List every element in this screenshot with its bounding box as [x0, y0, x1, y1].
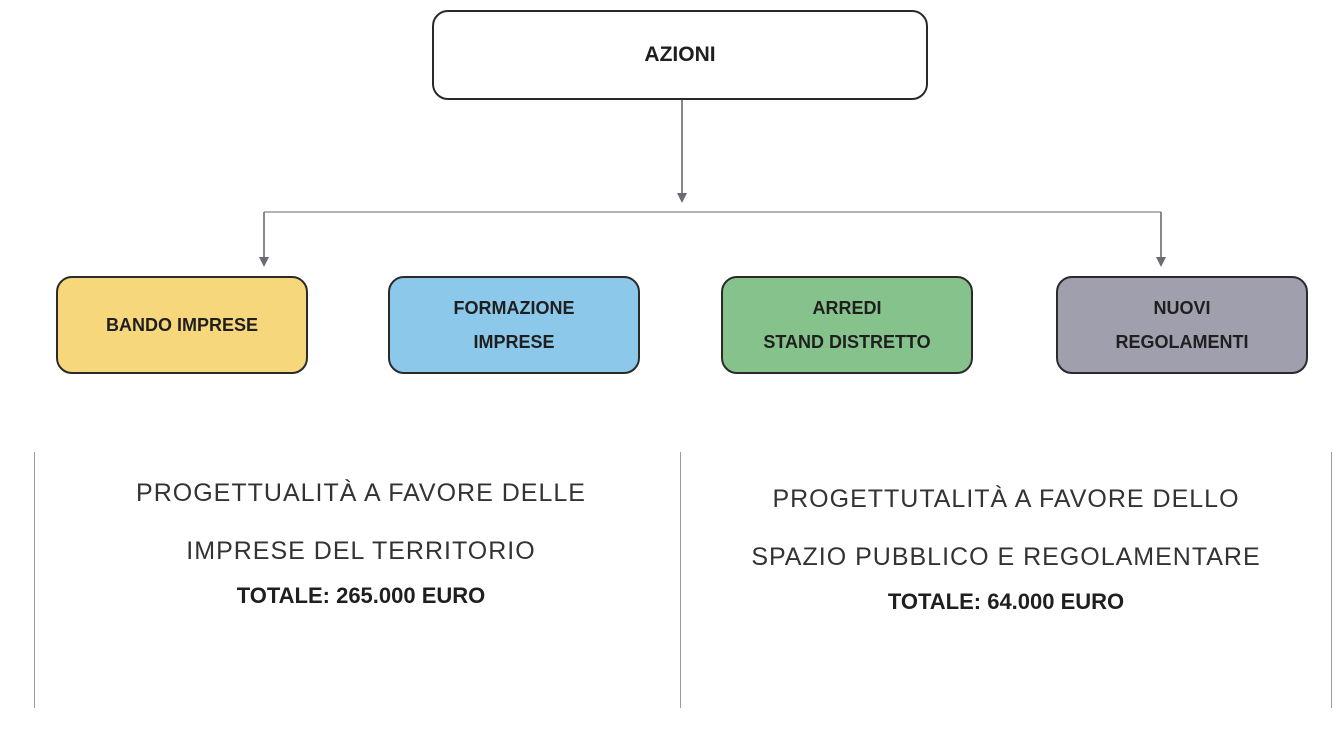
action-node-arredi-stand-distretto: ARREDI STAND DISTRETTO — [721, 276, 973, 374]
summary-description: PROGETTUTALITÀ A FAVORE DELLO SPAZIO PUB… — [751, 485, 1261, 571]
action-node-label: ARREDI STAND DISTRETTO — [763, 298, 931, 352]
action-node-bando-imprese: BANDO IMPRESE — [56, 276, 308, 374]
divider-center — [680, 452, 681, 708]
action-node-label: FORMAZIONE IMPRESE — [453, 298, 575, 352]
action-node-nuovi-regolamenti: NUOVI REGOLAMENTI — [1056, 276, 1308, 374]
summary-spazio-pubblico: PROGETTUTALITÀ A FAVORE DELLO SPAZIO PUB… — [690, 470, 1322, 618]
summary-total: TOTALE: 265.000 EURO — [236, 583, 486, 608]
summary-imprese: PROGETTUALITÀ A FAVORE DELLE IMPRESE DEL… — [50, 464, 672, 612]
divider-left — [34, 452, 35, 708]
action-node-label: NUOVI REGOLAMENTI — [1115, 298, 1249, 352]
action-node-formazione-imprese: FORMAZIONE IMPRESE — [388, 276, 640, 374]
action-node-label: BANDO IMPRESE — [105, 315, 258, 335]
summary-description: PROGETTUALITÀ A FAVORE DELLE IMPRESE DEL… — [136, 479, 586, 565]
summary-total: TOTALE: 64.000 EURO — [887, 589, 1125, 614]
root-node-azioni: AZIONI — [432, 10, 928, 100]
root-node-label: AZIONI — [644, 43, 716, 66]
divider-right — [1331, 452, 1332, 708]
